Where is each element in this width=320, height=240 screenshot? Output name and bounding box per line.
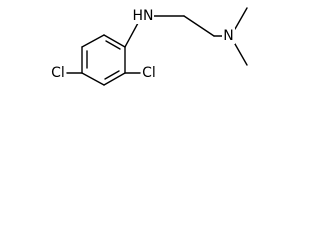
nh-label-background <box>132 8 154 24</box>
cl-left-atom-label: Cl <box>51 65 65 81</box>
ethyl-bond <box>183 15 215 37</box>
n-label-background <box>222 28 235 44</box>
n-to-methyl-top-bond <box>234 7 248 30</box>
benzene-ring <box>81 34 126 86</box>
ring-bond-3 <box>103 72 126 86</box>
n-atom-label: N <box>223 28 233 44</box>
ring-double-bond-1 <box>105 40 121 50</box>
cl-right-atom-label: Cl <box>142 65 156 81</box>
atom-labels: HN N Cl Cl <box>50 8 235 81</box>
chemical-structure-diagram: HN N Cl Cl <box>50 7 248 86</box>
ring-double-bond-2 <box>104 70 120 80</box>
cl-left-label-background <box>50 65 66 81</box>
ring-to-nh-bond <box>124 22 139 48</box>
ring-bond-6 <box>81 34 105 48</box>
ring-bond-4 <box>81 72 105 86</box>
nh-atom-label: HN <box>133 8 154 24</box>
ring-bond-1 <box>103 34 126 48</box>
n-to-methyl-bottom-bond <box>234 43 248 66</box>
cl-right-label-background <box>141 65 157 81</box>
substituent-bonds <box>66 7 248 74</box>
